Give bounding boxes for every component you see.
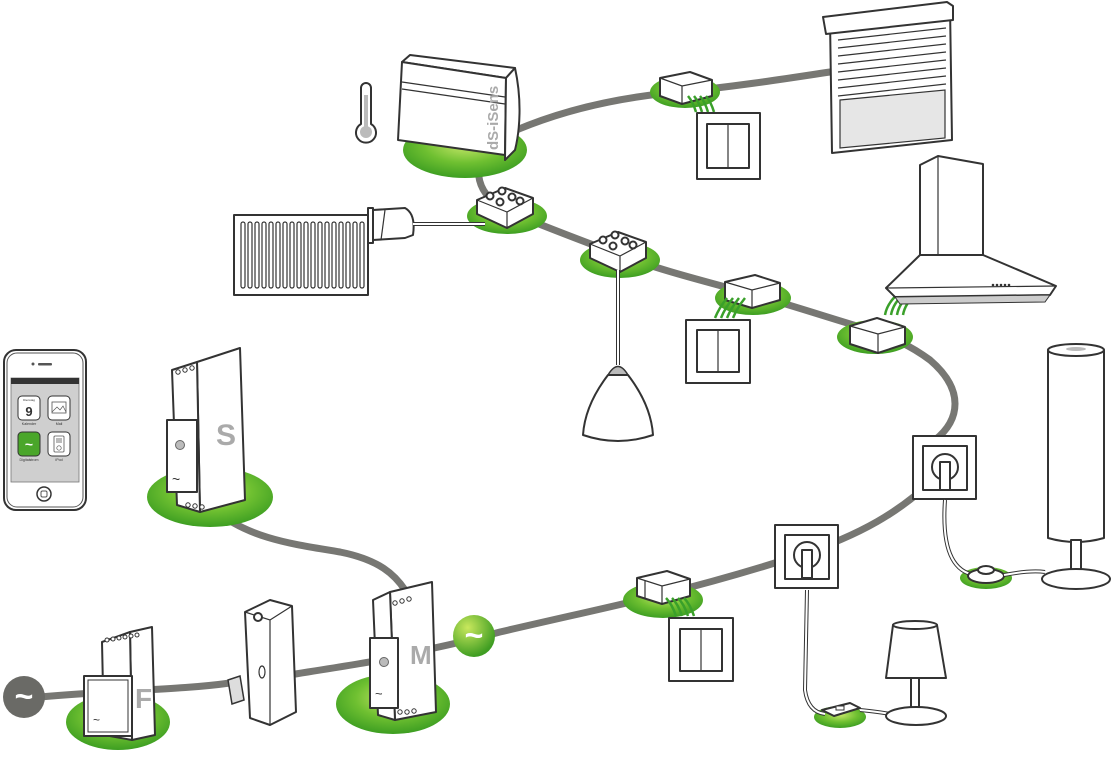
circuit-breaker [227,599,297,726]
radiator-fin [345,221,351,289]
radiator-fin [275,221,281,289]
ipod-icon[interactable]: iPod [47,431,71,462]
radiator-fin [310,221,316,289]
phone-status-time: 09:41 [39,379,51,384]
radiator-fin [296,221,302,289]
floor-lamp [1041,343,1111,590]
app-label-kalender: Kalender [22,422,37,426]
app-label-digitalstrom: Digitalstrom [20,458,39,462]
filter-module-f: F ~ [83,626,156,741]
ds-terminal-block-switch-mid [713,274,781,319]
home-button-icon[interactable] [36,486,52,502]
wall-switch-middle [685,319,751,384]
floor-lamp-dimmer [967,565,1046,584]
wall-socket-right [912,435,977,577]
ceiling-lamp [582,270,654,442]
ds-isens-device: dS-iSens [397,54,521,161]
wall-socket-middle [774,524,839,716]
smartphone: 09:41 Dienstag 9 Kalender Mail ~ Digital… [3,349,87,511]
module-f-label: F [135,683,152,714]
radiator-fin [261,221,267,289]
app-label-ipod: iPod [55,458,62,462]
digitalstrom-signal-symbol: ~ [453,615,495,657]
radiator-fin [317,221,323,289]
radiator-fin [247,221,253,289]
thermometer-icon [355,82,377,144]
radiator-fin [240,221,246,289]
mains-tilde: ~ [15,678,34,714]
ds-terminal-block-switch-low [636,570,696,617]
radiator-fin [268,221,274,289]
radiator-fin [303,221,309,289]
table-lamp [885,620,947,726]
ds-tilde: ~ [465,617,484,653]
app-label-mail: Mail [56,422,63,426]
meter-module-s: S ~ [166,347,246,513]
ds-app-glyph: ~ [25,436,33,452]
ds-terminal-block-lamp [589,230,647,273]
calendar-icon[interactable]: Dienstag 9 Kalender [17,395,41,426]
ds-isens-label: dS-iSens [485,86,502,150]
radiator-fin [331,221,337,289]
tilde-symbol: ~ [93,713,100,727]
radiator-fin [352,221,358,289]
radiator-fin [254,221,260,289]
tilde-symbol: ~ [375,686,383,701]
mail-icon[interactable]: Mail [47,395,71,426]
calendar-day-number: 9 [25,404,32,419]
tilde-symbol: ~ [172,471,180,487]
module-m-label: M [410,640,432,670]
module-s-label: S [216,419,236,452]
mains-power-symbol: ~ [3,676,45,718]
meter-module-m: M ~ [369,581,437,721]
radiator-fin [338,221,344,289]
radiator-fin [289,221,295,289]
roller-shutter [822,1,954,154]
calendar-day-label: Dienstag [23,398,35,402]
ds-terminal-block-shutter [659,71,716,113]
radiator-fin [359,221,365,289]
radiator [233,207,485,296]
wall-switch-top [696,112,761,180]
wall-switch-low [668,617,734,682]
ds-terminal-block-heating [476,186,534,229]
radiator-fin [282,221,288,289]
radiator-fin [324,221,330,289]
extractor-hood [883,155,1057,316]
digitalstrom-icon[interactable]: ~ Digitalstrom [17,431,41,462]
ds-terminal-block-hood [849,317,906,354]
